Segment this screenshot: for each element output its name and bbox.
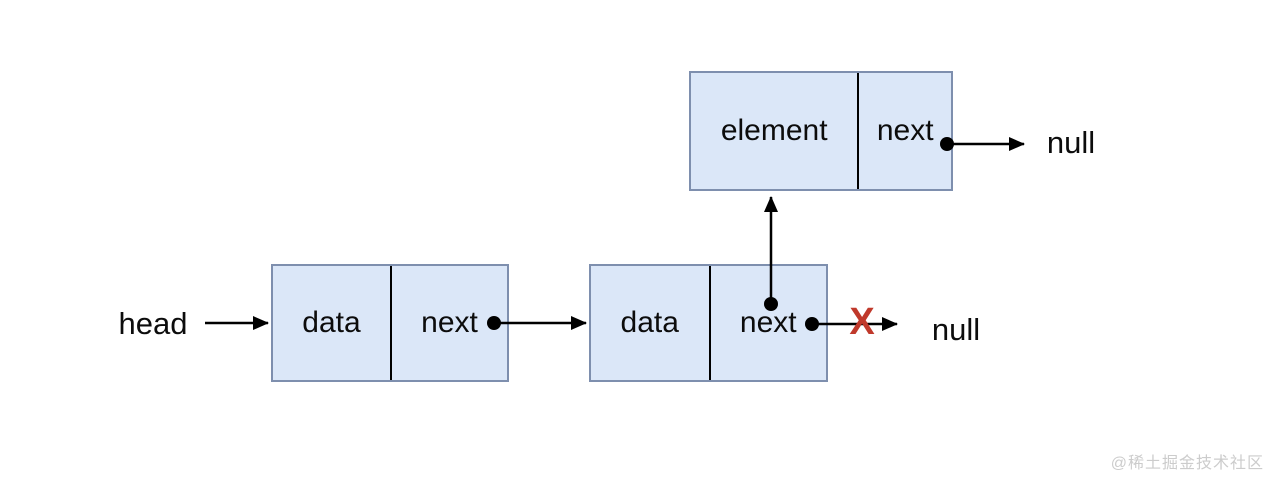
list-node-2: data next	[589, 264, 828, 382]
node2-next-cell: next	[708, 266, 827, 380]
null-label-top: null	[1046, 125, 1096, 160]
head-label: head	[118, 306, 188, 341]
list-node-1: data next	[271, 264, 509, 382]
node1-next-cell: next	[390, 266, 507, 380]
inserted-node: element next	[689, 71, 953, 191]
node2-data-cell: data	[620, 306, 679, 339]
watermark: @稀土掘金技术社区	[1110, 455, 1264, 472]
broken-link-x-icon: X	[849, 300, 875, 343]
inserted-node-element-cell: element	[720, 114, 828, 147]
inserted-node-next-cell: next	[857, 73, 951, 189]
node1-data-cell: data	[302, 306, 361, 339]
null-label-bottom: null	[931, 312, 981, 347]
